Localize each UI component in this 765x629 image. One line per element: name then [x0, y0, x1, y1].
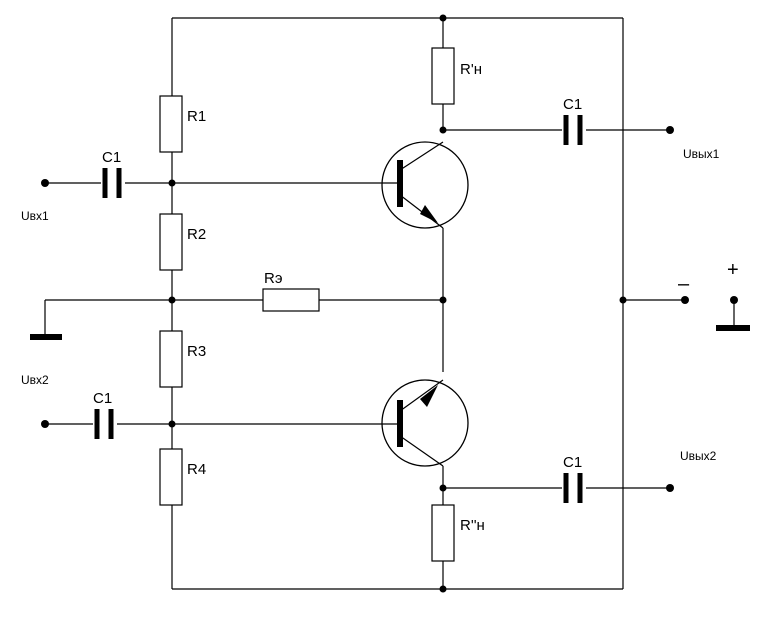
terminal-supply-plus [730, 296, 738, 304]
terminal-output-2 [666, 484, 674, 492]
label-r1: R1 [187, 108, 206, 125]
node-bottom-center [439, 585, 447, 593]
label-minus: – [678, 273, 690, 295]
label-c-out1: C1 [563, 96, 582, 113]
node-collector-2 [439, 484, 447, 492]
wires [44, 17, 735, 590]
transistor-top-body [381, 141, 469, 229]
terminals [41, 126, 738, 492]
transistor-bottom-emitter-arrow [420, 385, 438, 407]
label-u-out2: Uвых2 [680, 449, 717, 463]
transistor-top-emitter-arrow [420, 205, 438, 223]
label-c-out2: C1 [563, 454, 582, 471]
label-rn1: R'н [460, 61, 482, 78]
label-c-in2: C1 [93, 390, 112, 407]
node-supply-rail [619, 296, 627, 304]
label-u-in2: Uвх2 [21, 373, 49, 387]
terminal-input-1 [41, 179, 49, 187]
terminal-supply-minus [681, 296, 689, 304]
label-u-in1: Uвх1 [21, 209, 49, 223]
transistor-bottom-collector [399, 435, 444, 467]
node-base-2 [168, 420, 176, 428]
node-divider-mid [168, 296, 176, 304]
label-plus: + [727, 259, 739, 281]
resistor-r2 [159, 213, 183, 271]
terminal-input-2 [41, 420, 49, 428]
resistors [159, 47, 455, 562]
resistor-rn2 [431, 504, 455, 562]
labels: R1 R2 R3 R4 Rэ R'н R''н C1 C1 C1 C1 Uвх1… [21, 61, 739, 534]
resistor-re [262, 288, 320, 312]
label-r2: R2 [187, 226, 206, 243]
resistor-r3 [159, 330, 183, 388]
label-re: Rэ [264, 270, 283, 287]
resistor-r4 [159, 448, 183, 506]
ground-symbols [30, 325, 750, 340]
resistor-r1 [159, 95, 183, 153]
resistor-rn1 [431, 47, 455, 105]
node-emitter [439, 296, 447, 304]
node-collector-1 [439, 126, 447, 134]
transistor-bottom [381, 379, 469, 467]
label-r4: R4 [187, 461, 206, 478]
nodes [168, 14, 627, 593]
label-c-in1: C1 [102, 149, 121, 166]
terminal-output-1 [666, 126, 674, 134]
capacitors [93, 115, 586, 503]
node-top-center [439, 14, 447, 22]
node-base-1 [168, 179, 176, 187]
label-u-out1: Uвых1 [683, 147, 720, 161]
transistor-bottom-emitter [399, 379, 444, 412]
transistor-top [381, 141, 469, 229]
transistor-top-collector [399, 141, 444, 171]
label-r3: R3 [187, 343, 206, 360]
label-rn2: R''н [460, 517, 485, 534]
transistor-bottom-body [381, 379, 469, 467]
